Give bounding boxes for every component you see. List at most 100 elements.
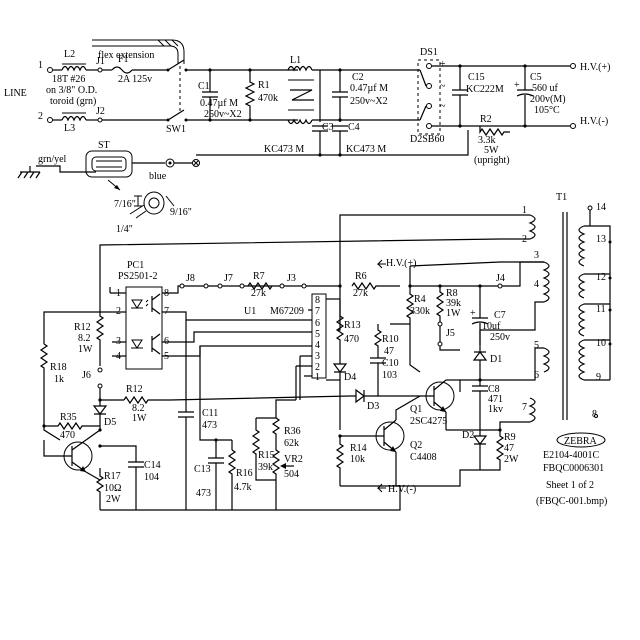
c1-value: 0.47µf M [200, 98, 238, 109]
hv-minus-bottom-label: H.V.(-) [388, 484, 416, 495]
dim-9-16: 9/16" [170, 207, 192, 218]
capacitor-c13 [208, 457, 224, 510]
r7-value: 27k [251, 288, 266, 299]
c4-label: C4 [348, 122, 360, 133]
r2-value-1: 3.3k [478, 135, 496, 146]
c1-voltage: 250v~X2 [204, 109, 242, 120]
jumper-j5 [437, 321, 443, 327]
svg-text:7: 7 [522, 402, 527, 413]
c2-label: C2 [352, 72, 364, 83]
capacitor-c10 [370, 354, 386, 372]
r2-value-3: (upright) [474, 155, 510, 166]
line-terminal-2 [47, 117, 53, 123]
f1-label: F1 [118, 54, 129, 65]
doc-number-2: FBQC0006301 [543, 463, 604, 474]
svg-text:8: 8 [592, 409, 597, 420]
r17-value-1: 10Ω [104, 483, 121, 494]
svg-text:5: 5 [315, 329, 320, 340]
r7-label: R7 [253, 271, 265, 282]
r9-value-2: 2W [504, 454, 519, 465]
svg-text:2: 2 [315, 362, 320, 373]
blue-label: blue [149, 171, 167, 182]
j3-label: J3 [287, 273, 296, 284]
c2-voltage: 250v~X2 [350, 96, 388, 107]
c2-value: 0.47µf M [350, 83, 388, 94]
r18-value: 1k [54, 374, 64, 385]
r9-label: R9 [504, 432, 516, 443]
q2-part: C4408 [410, 452, 437, 463]
f1-rating: 2A 125v [118, 74, 152, 85]
zebra-label: ZEBRA [564, 436, 598, 447]
jumper-j4 [497, 283, 503, 289]
d3-label: D3 [367, 401, 379, 412]
resistor-r15 [251, 418, 261, 470]
ring-terminal-icon [129, 191, 175, 219]
line-terminal-2-label: 2 [38, 111, 43, 122]
r35-label: R35 [60, 412, 77, 423]
d5-label: D5 [104, 417, 116, 428]
diode-d5 [92, 400, 108, 430]
line-label: LINE [4, 88, 27, 99]
inductor-l2 [61, 63, 87, 72]
diode-d4 [332, 358, 348, 380]
r4-label: R4 [414, 294, 426, 305]
r1-value: 470k [258, 93, 278, 104]
coil-spec-line-1: 18T #26 [52, 74, 85, 85]
ds1-part: D2SB60 [410, 134, 444, 145]
c11-value: 473 [202, 420, 217, 431]
capacitor-c8 [472, 380, 488, 404]
t1-label: T1 [556, 192, 567, 203]
c15-label: C15 [468, 72, 485, 83]
pc1-part: PS2501-2 [118, 271, 157, 282]
resistor-r4 [405, 286, 415, 330]
dim-7-16: 7/16" [114, 199, 136, 210]
resistor-r2 [479, 126, 510, 137]
c7-value-1: 10uf [482, 321, 501, 332]
svg-text:14: 14 [596, 202, 606, 213]
r36-value: 62k [284, 438, 299, 449]
doc-file: (FBQC-001.bmp) [536, 496, 607, 507]
svg-text:11: 11 [596, 304, 606, 315]
capacitor-c15 [452, 64, 468, 128]
c14-value: 104 [144, 472, 159, 483]
vr2-label: VR2 [284, 454, 303, 465]
d2-label: D2 [462, 430, 474, 441]
r36-label: R36 [284, 426, 301, 437]
c7-label: C7 [494, 310, 506, 321]
resistor-r12-horizontal [123, 395, 351, 405]
flex-extension-label: flex extension [98, 50, 154, 61]
svg-text:8: 8 [315, 295, 320, 306]
r13-value: 470 [344, 334, 359, 345]
c5-label: C5 [530, 72, 542, 83]
r9-value-1: 47 [504, 443, 514, 454]
svg-text:13: 13 [596, 234, 606, 245]
svg-text:3: 3 [315, 351, 320, 362]
ds1-plus: + [440, 59, 446, 70]
zebra-logo [556, 432, 606, 448]
diode-d2 [472, 430, 488, 470]
capacitor-c5 [516, 64, 534, 128]
resistor-r13 [335, 300, 345, 358]
r12b-value-2: 1W [132, 413, 147, 424]
l1-label: L1 [290, 55, 301, 66]
t1-secondary-pins: 14 13 12 11 10 9 8 [592, 202, 606, 420]
resistor-r6 [351, 281, 400, 291]
j1-label: J1 [96, 56, 105, 67]
r16-value: 4.7k [234, 482, 252, 493]
capacitor-c1 [202, 68, 218, 122]
svg-text:1: 1 [315, 372, 320, 383]
coil-spec-line-3: toroid (grn) [50, 96, 96, 107]
capacitor-c2 [332, 68, 348, 122]
l3-label: L3 [64, 123, 75, 134]
r1-label: R1 [258, 80, 270, 91]
jumper-j6 [97, 367, 103, 373]
j4-label: J4 [496, 273, 505, 284]
inductor-l3 [61, 112, 87, 122]
r10-value: 47 [384, 346, 394, 357]
r15-value: 39k [258, 462, 273, 473]
diode-d1 [472, 345, 488, 380]
resistor-r7 [247, 281, 273, 291]
jumper-j8 [179, 283, 185, 289]
c8-value-1: 471 [488, 394, 503, 405]
resistor-r16 [227, 449, 237, 510]
